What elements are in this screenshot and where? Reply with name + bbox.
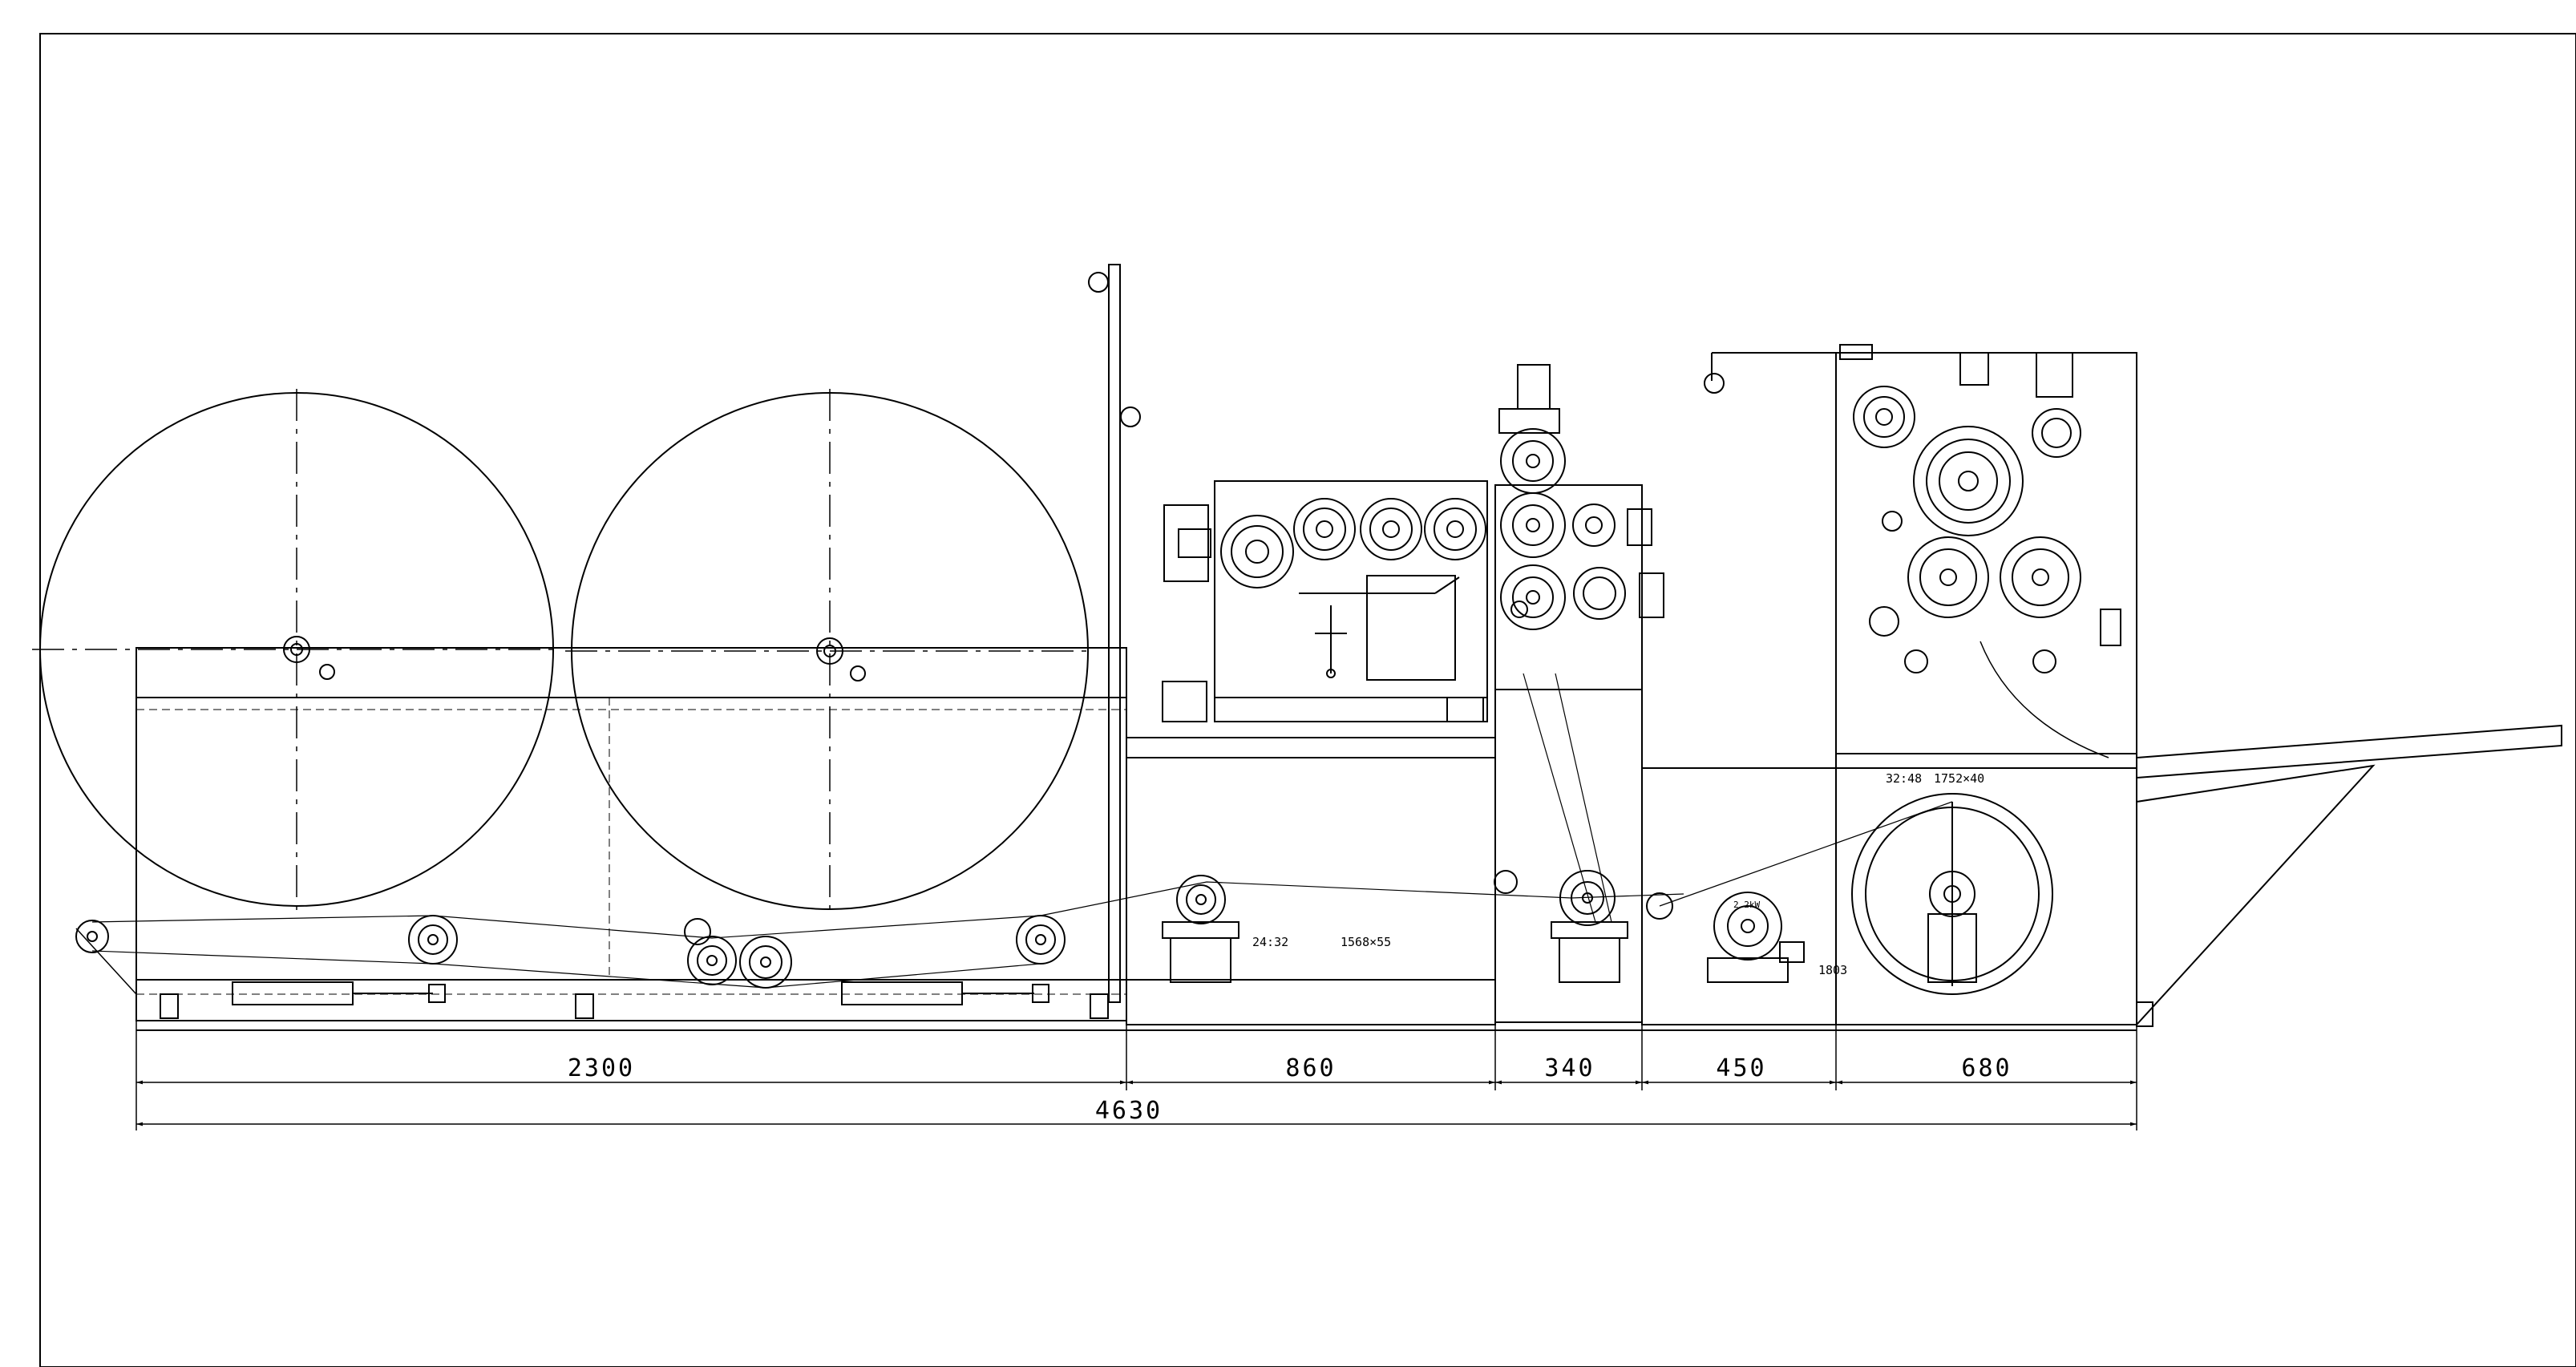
unwind-frame	[75, 264, 1684, 1021]
dimension-label-680: 680	[1961, 1054, 2012, 1082]
gear-ratio-right: 32:48	[1886, 771, 1922, 786]
drive-section	[1641, 767, 1837, 1025]
dimension-label-860: 860	[1285, 1054, 1336, 1082]
belt-spec-left: 1568×55	[1341, 935, 1391, 949]
drawing-frame	[39, 33, 2576, 1367]
bearing-label: 1803	[1818, 963, 1847, 977]
dimension-label-2300: 2300	[568, 1054, 635, 1082]
dimension-label-450: 450	[1716, 1054, 1766, 1082]
unwind-reel-2	[565, 389, 1094, 914]
middle-frame	[1126, 480, 1496, 1025]
dimension-label-340: 340	[1544, 1054, 1595, 1082]
dimension-lines	[135, 1006, 2137, 1130]
gear-ratio-left: 24:32	[1252, 935, 1288, 949]
unwind-reel-1	[32, 389, 561, 910]
embossing-column	[1494, 364, 1664, 1023]
motor-label: 2.2kW	[1733, 900, 1760, 910]
dimension-label-total: 4630	[1095, 1097, 1163, 1125]
folding-unit	[1659, 344, 2562, 1027]
belt-spec-right: 1752×40	[1934, 771, 1984, 786]
